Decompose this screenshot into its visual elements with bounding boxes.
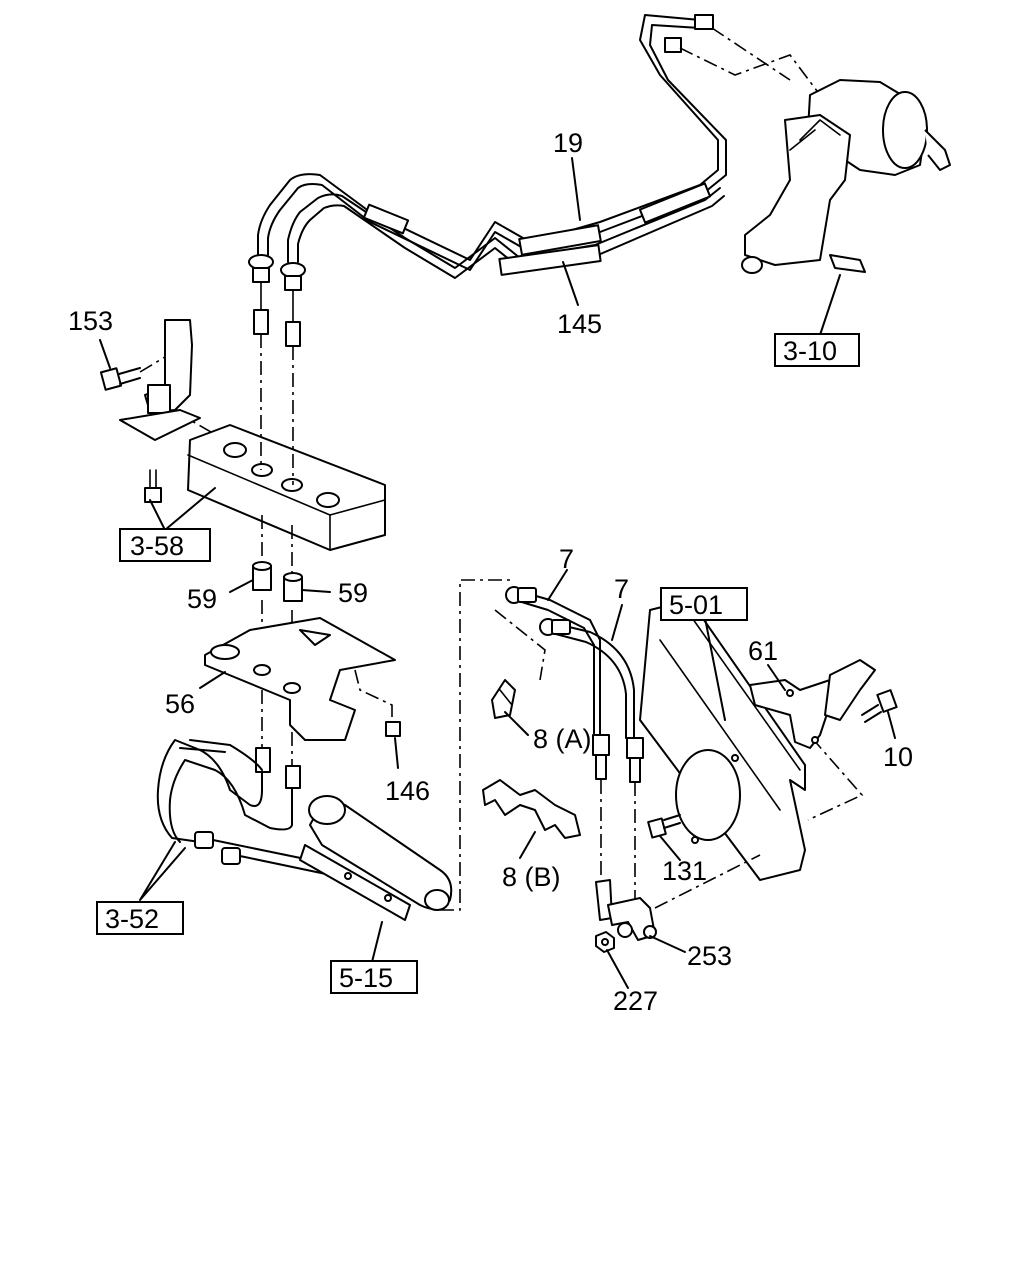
label-131: 131 bbox=[662, 856, 707, 886]
label-8b: 8 (B) bbox=[502, 862, 561, 892]
bracket-56[interactable] bbox=[204, 617, 396, 741]
callout-leader bbox=[99, 339, 111, 369]
bolt-131[interactable] bbox=[647, 814, 681, 839]
brake-cylinder-5-15 bbox=[299, 795, 453, 921]
brake-pipe-19[interactable] bbox=[257, 14, 727, 271]
spacer-59[interactable] bbox=[252, 561, 272, 591]
label-3-10: 3-10 bbox=[783, 336, 837, 366]
pipe-sleeve bbox=[498, 244, 602, 276]
callout-leader bbox=[571, 157, 581, 221]
brake-pipe-7[interactable] bbox=[547, 621, 635, 739]
label-7-right: 7 bbox=[614, 574, 629, 604]
label-19: 19 bbox=[553, 128, 583, 158]
brake-pipe-3-52[interactable] bbox=[156, 739, 293, 843]
spacer-59[interactable] bbox=[283, 572, 303, 602]
label-7-left: 7 bbox=[559, 544, 574, 574]
leader-line bbox=[679, 27, 821, 96]
callout-leader bbox=[704, 617, 726, 721]
callout-leader bbox=[562, 261, 579, 306]
callout-leader bbox=[149, 487, 216, 531]
label-59-left: 59 bbox=[187, 584, 217, 614]
callout-leader bbox=[611, 604, 623, 641]
label-145: 145 bbox=[557, 309, 602, 339]
callout-leader bbox=[371, 921, 383, 963]
pipe-sleeve bbox=[518, 224, 602, 256]
callout-leader bbox=[139, 841, 186, 901]
master-cylinder-bracket bbox=[741, 79, 951, 274]
label-56: 56 bbox=[165, 689, 195, 719]
callout-leader bbox=[767, 664, 786, 691]
label-61: 61 bbox=[748, 636, 778, 666]
mounting-bracket bbox=[144, 319, 193, 414]
label-59-right: 59 bbox=[338, 578, 368, 608]
flare-nut-fitting bbox=[194, 831, 241, 865]
label-153: 153 bbox=[68, 306, 113, 336]
label-3-58: 3-58 bbox=[130, 531, 184, 561]
bolt-10[interactable] bbox=[861, 689, 898, 723]
brake-pipe-7[interactable] bbox=[514, 589, 601, 736]
callout-leader bbox=[394, 737, 399, 769]
brake-pipe-145[interactable] bbox=[287, 187, 725, 279]
bolt-vertical bbox=[144, 469, 162, 503]
tee-fitting-253[interactable] bbox=[595, 879, 657, 941]
flare-nut-fitting bbox=[285, 765, 301, 789]
callout-leader bbox=[504, 711, 529, 736]
nut-227[interactable] bbox=[595, 931, 615, 953]
label-5-15: 5-15 bbox=[339, 963, 393, 993]
leader-line bbox=[654, 737, 864, 909]
bolt-153[interactable] bbox=[99, 367, 141, 391]
pipe-sleeve bbox=[362, 203, 410, 235]
bracket-61[interactable] bbox=[749, 659, 876, 749]
leader-line bbox=[600, 780, 636, 900]
flare-nut-fitting bbox=[248, 14, 714, 347]
callout-leader bbox=[659, 835, 681, 861]
reference-box-5-15[interactable] bbox=[330, 960, 418, 994]
callout-leader bbox=[887, 711, 896, 739]
callout-leader bbox=[547, 569, 568, 601]
label-5-01: 5-01 bbox=[669, 590, 723, 620]
clip-8a[interactable] bbox=[491, 679, 516, 719]
label-146: 146 bbox=[385, 776, 430, 806]
flare-nut-fitting bbox=[505, 586, 644, 783]
label-227: 227 bbox=[613, 986, 658, 1016]
callout-leader bbox=[301, 589, 331, 593]
callout-leader bbox=[519, 831, 536, 859]
reference-box-3-52[interactable] bbox=[96, 901, 184, 935]
flare-nut-fitting bbox=[255, 747, 271, 773]
callout-leader bbox=[229, 579, 254, 593]
label-10: 10 bbox=[883, 742, 913, 772]
leader-line bbox=[139, 344, 186, 373]
label-3-52: 3-52 bbox=[105, 904, 159, 934]
label-8a: 8 (A) bbox=[533, 724, 592, 754]
leader-line bbox=[354, 669, 393, 720]
label-253: 253 bbox=[687, 941, 732, 971]
clip-8b[interactable] bbox=[482, 779, 581, 839]
callout-leader bbox=[649, 935, 686, 953]
leader-line bbox=[260, 334, 294, 770]
callout-leader bbox=[199, 671, 226, 689]
junction-block bbox=[119, 409, 386, 551]
callout-leader bbox=[819, 274, 841, 336]
pipe-sleeve bbox=[638, 182, 712, 224]
leader-line bbox=[440, 579, 546, 911]
reference-box-3-10[interactable] bbox=[774, 333, 860, 367]
reference-box-3-58[interactable] bbox=[119, 528, 211, 562]
nut-146[interactable] bbox=[385, 721, 401, 737]
callout-leader bbox=[606, 949, 629, 989]
reference-box-5-01[interactable] bbox=[660, 587, 748, 621]
frame-crossmember-5-01 bbox=[639, 599, 806, 881]
